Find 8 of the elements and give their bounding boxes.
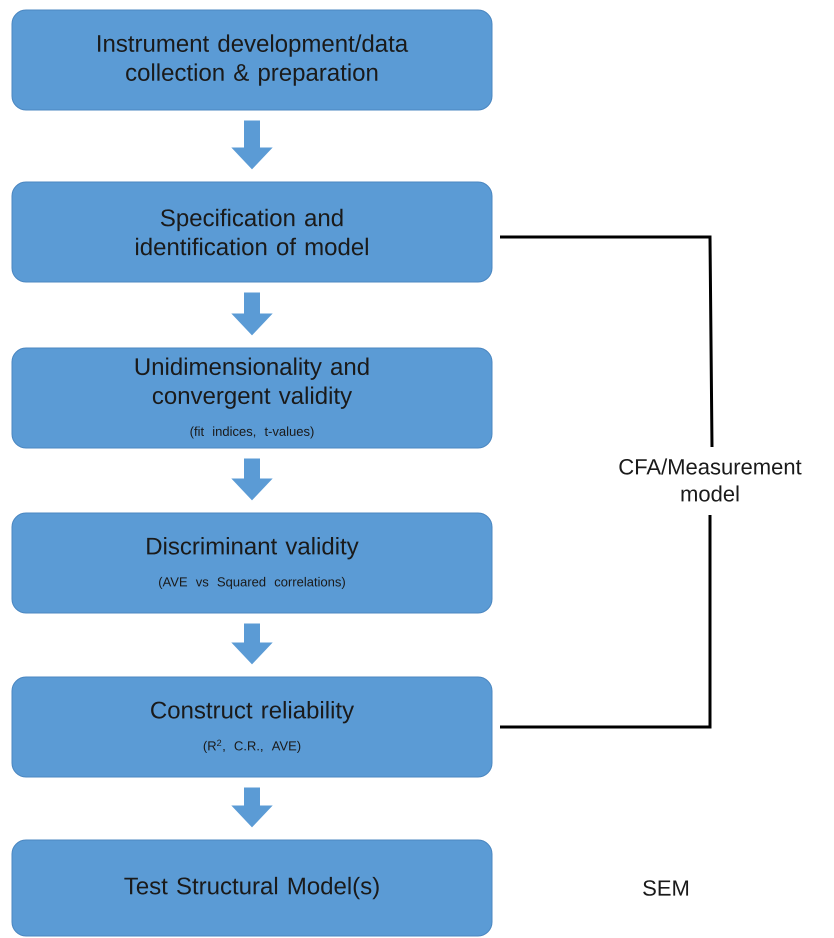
process-box: Instrument development/data collection & preparation [12, 10, 492, 110]
bracket-label: CFA/Measurement model [619, 458, 802, 502]
process-box: Construct reliability (R$^{2}$, C.R., AVE) [12, 676, 492, 778]
side-label: SEM [643, 880, 688, 896]
process-box: Discriminant validity (AVE vs Squared correlations) [12, 512, 492, 614]
process-box: Specification and identification of model [12, 182, 492, 282]
process-box: Test Structural Model(s) [12, 840, 492, 936]
process-box: Unidimensionality and convergent validity (fit indices, t-values) [12, 348, 492, 448]
